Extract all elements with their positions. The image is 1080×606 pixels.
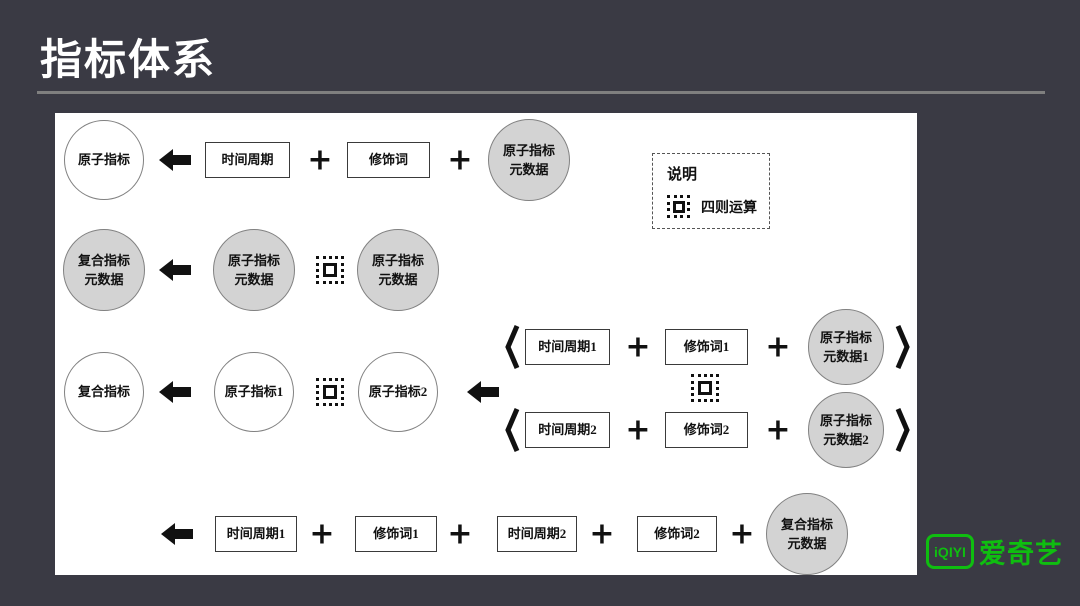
plus-operator: + — [765, 412, 791, 448]
plus-operator: + — [729, 516, 755, 552]
plus-operator: + — [589, 516, 615, 552]
legend-title: 说明 — [667, 167, 698, 183]
angle-bracket-open-icon — [505, 408, 520, 452]
box-modifier-1: 修饰词1 — [355, 516, 437, 552]
arrow-left-icon — [161, 523, 193, 545]
box-modifier-1: 修饰词1 — [665, 329, 748, 365]
iqiyi-logo-text: 爱奇艺 — [979, 539, 1063, 569]
diagram-canvas: 原子指标 时间周期 + 修饰词 + 原子指标 元数据 说明 四则运算 复合指标 … — [55, 113, 917, 575]
box-time-period-1: 时间周期1 — [215, 516, 297, 552]
plus-operator: + — [625, 412, 651, 448]
arrow-left-icon — [159, 149, 191, 171]
plus-operator: + — [447, 516, 473, 552]
plus-operator: + — [309, 516, 335, 552]
four-operations-icon — [316, 256, 344, 284]
page-title: 指标体系 — [40, 36, 217, 83]
circle-atomic-metadata: 原子指标 元数据 — [488, 119, 570, 201]
circle-atomic-metadata: 原子指标 元数据 — [357, 229, 439, 311]
box-time-period-1: 时间周期1 — [525, 329, 610, 365]
circle-composite-metadata: 复合指标 元数据 — [63, 229, 145, 311]
circle-atomic-metadata-1: 原子指标 元数据1 — [808, 309, 884, 385]
plus-operator: + — [307, 142, 333, 178]
arrow-left-icon — [159, 259, 191, 281]
circle-atomic-metadata: 原子指标 元数据 — [213, 229, 295, 311]
circle-composite-metadata: 复合指标 元数据 — [766, 493, 848, 575]
box-modifier-2: 修饰词2 — [637, 516, 717, 552]
title-divider — [37, 91, 1045, 94]
legend-operator-label: 四则运算 — [701, 200, 757, 216]
angle-bracket-open-icon — [505, 325, 520, 369]
box-time-period-2: 时间周期2 — [497, 516, 577, 552]
circle-composite-indicator: 复合指标 — [64, 352, 144, 432]
four-operations-icon — [316, 378, 344, 406]
arrow-left-icon — [467, 381, 499, 403]
box-modifier: 修饰词 — [347, 142, 430, 178]
four-operations-icon — [691, 374, 719, 402]
box-time-period-2: 时间周期2 — [525, 412, 610, 448]
iqiyi-logo-icon: iQIYI — [926, 534, 974, 569]
four-operations-icon — [667, 195, 690, 218]
circle-atomic-metadata-2: 原子指标 元数据2 — [808, 392, 884, 468]
legend-box: 说明 四则运算 — [652, 153, 770, 229]
box-time-period: 时间周期 — [205, 142, 290, 178]
circle-atomic-indicator-1: 原子指标1 — [214, 352, 294, 432]
angle-bracket-close-icon — [895, 325, 910, 369]
box-modifier-2: 修饰词2 — [665, 412, 748, 448]
plus-operator: + — [447, 142, 473, 178]
plus-operator: + — [625, 329, 651, 365]
arrow-left-icon — [159, 381, 191, 403]
angle-bracket-close-icon — [895, 408, 910, 452]
iqiyi-logo: iQIYI 爱奇艺 — [926, 532, 1063, 571]
circle-atomic-indicator-2: 原子指标2 — [358, 352, 438, 432]
circle-atomic-indicator: 原子指标 — [64, 120, 144, 200]
plus-operator: + — [765, 329, 791, 365]
